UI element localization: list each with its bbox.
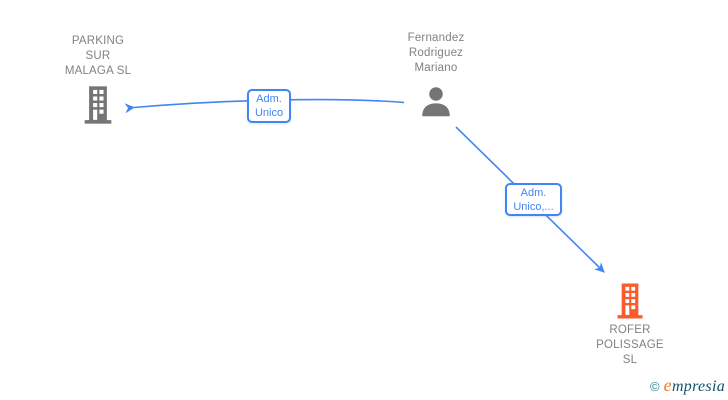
entity-label: ROFER POLISSAGE SL bbox=[596, 323, 664, 368]
entity-label-line: MALAGA SL bbox=[64, 65, 132, 77]
edge-label-adm-unico[interactable]: Adm. Unico bbox=[247, 89, 291, 123]
entity-node-rofer-polissage[interactable]: ROFER POLISSAGE SL bbox=[570, 283, 690, 368]
entity-node-fernandez-rodriguez-mariano[interactable]: Fernandez Rodriguez Mariano bbox=[376, 31, 496, 119]
edge-label-line: Unico bbox=[254, 107, 284, 119]
brand-logo-first-letter: e bbox=[663, 375, 672, 395]
edge-label-line: Adm. bbox=[520, 186, 547, 199]
entity-label-line: SUR bbox=[85, 50, 111, 62]
building-icon bbox=[84, 86, 112, 124]
copyright-icon: © bbox=[650, 379, 660, 394]
edge-label-line: Unico,... bbox=[513, 200, 554, 213]
entity-label: PARKING SUR MALAGA SL bbox=[65, 34, 131, 79]
entity-label-line: ROFER bbox=[609, 324, 651, 336]
entity-label-line: Rodriguez bbox=[408, 47, 464, 59]
entity-label-line: PARKING bbox=[71, 35, 125, 47]
entity-label-line: Fernandez bbox=[407, 32, 465, 44]
empresia-watermark: © empresia bbox=[650, 375, 725, 396]
entity-label-line: Mariano bbox=[414, 62, 458, 74]
person-icon bbox=[422, 87, 450, 117]
brand-logo-rest: mpresia bbox=[671, 378, 725, 395]
edge-label-line: Adm. bbox=[256, 93, 282, 105]
brand-logo-text: empresia bbox=[664, 375, 725, 396]
building-icon bbox=[617, 283, 643, 319]
edge-label-adm-unico-more[interactable]: Adm. Unico,... bbox=[505, 183, 562, 216]
entity-label: Fernandez Rodriguez Mariano bbox=[408, 31, 465, 76]
entity-label-line: SL bbox=[622, 354, 638, 366]
entity-node-parking-sur-malaga[interactable]: PARKING SUR MALAGA SL bbox=[38, 34, 158, 124]
entity-label-line: POLISSAGE bbox=[596, 339, 664, 351]
